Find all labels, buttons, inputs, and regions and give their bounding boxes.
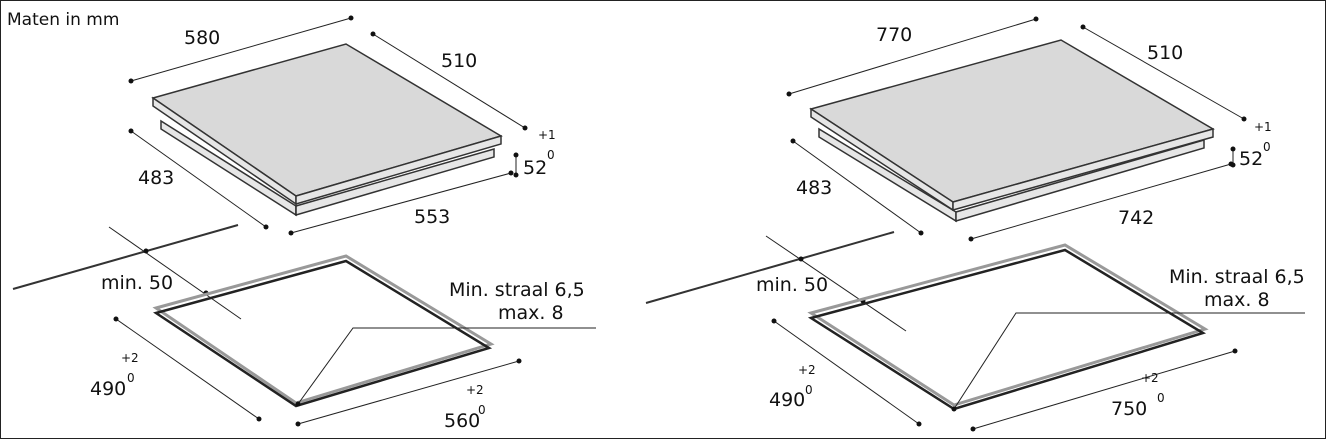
right-dim-inner-depth-line (792, 140, 922, 234)
right-width-label: 770 (876, 24, 912, 46)
left-dim-width-line (130, 17, 352, 82)
left-depth-label: 510 (441, 50, 477, 72)
left-radius-label: Min. straal 6,5 (449, 279, 585, 301)
left-cutout-depth-line (115, 318, 260, 420)
right-cutout: min. 50 Min. straal 6,5 max. 8 490 +2 0 … (645, 231, 1305, 432)
left-cutout: min. 50 Min. straal 6,5 max. 8 490 +2 0 … (12, 224, 596, 432)
right-cooktop: 770 510 483 742 52 +1 0 (786, 16, 1272, 242)
left-cutout-width-label: 560 (444, 410, 480, 432)
right-min-label: min. 50 (756, 274, 828, 296)
left-radius-max-label: max. 8 (498, 302, 564, 324)
left-cutout-depth-tol-lower: 0 (127, 371, 135, 385)
right-cutout-depth-line (773, 320, 920, 425)
left-cutout-outline (153, 259, 493, 408)
left-dim-inner-width-line (290, 172, 512, 234)
left-inner-width-label: 553 (414, 206, 450, 228)
right-dim-inner-width-line (970, 163, 1232, 240)
right-height-tol-lower: 0 (1263, 140, 1271, 154)
left-dim-inner-depth-line (130, 130, 267, 228)
left-dim-depth-line (372, 33, 526, 129)
right-cutout-outline-outer (807, 243, 1209, 407)
right-cutout-depth-label: 490 (769, 389, 805, 411)
right-cutout-width-tol-upper: +2 (1141, 371, 1159, 385)
right-cutout-width-line (972, 350, 1236, 430)
left-height-tol-upper: +1 (538, 128, 556, 142)
right-height-label: 52 (1239, 148, 1263, 170)
right-dim-width-line (788, 18, 1037, 95)
left-cutout-depth-tol-upper: +2 (121, 351, 139, 365)
right-height-tol-upper: +1 (1254, 120, 1272, 134)
right-glass-edge-right (952, 128, 1214, 211)
left-inner-depth-label: 483 (138, 167, 174, 189)
left-cutout-width-tol-upper: +2 (466, 383, 484, 397)
right-cutout-outline (807, 248, 1207, 411)
left-min-label: min. 50 (101, 272, 173, 294)
left-cooktop: 580 510 483 553 52 +1 0 (128, 15, 556, 236)
left-radius-leader (297, 327, 596, 405)
right-dim-depth-line (1082, 26, 1245, 120)
right-worktop-edge (645, 231, 895, 304)
left-width-label: 580 (184, 27, 220, 49)
right-cutout-depth-tol-upper: +2 (798, 363, 816, 377)
right-cooktop-glass (809, 39, 1215, 203)
right-cooktop-side-right (955, 139, 1205, 223)
left-cutout-width-line (297, 360, 520, 425)
left-height-label: 52 (523, 157, 547, 179)
left-cutout-depth-label: 490 (90, 378, 126, 400)
left-worktop-edge (12, 224, 239, 290)
right-inner-width-label: 742 (1118, 207, 1154, 229)
right-radius-max-label: max. 8 (1204, 289, 1270, 311)
right-cutout-width-label: 750 (1111, 398, 1147, 420)
left-height-tol-lower: 0 (547, 148, 555, 162)
right-radius-leader (953, 312, 1305, 410)
right-cutout-depth-tol-lower: 0 (805, 383, 813, 397)
left-cutout-width-tol-lower: 0 (478, 403, 486, 417)
left-glass-edge-right (295, 134, 502, 206)
right-depth-label: 510 (1147, 42, 1183, 64)
right-radius-label: Min. straal 6,5 (1169, 266, 1305, 288)
left-cutout-outline-outer (152, 254, 495, 405)
units-title: Maten in mm (7, 10, 119, 30)
right-cutout-width-tol-lower: 0 (1157, 391, 1165, 405)
right-inner-depth-label: 483 (796, 177, 832, 199)
